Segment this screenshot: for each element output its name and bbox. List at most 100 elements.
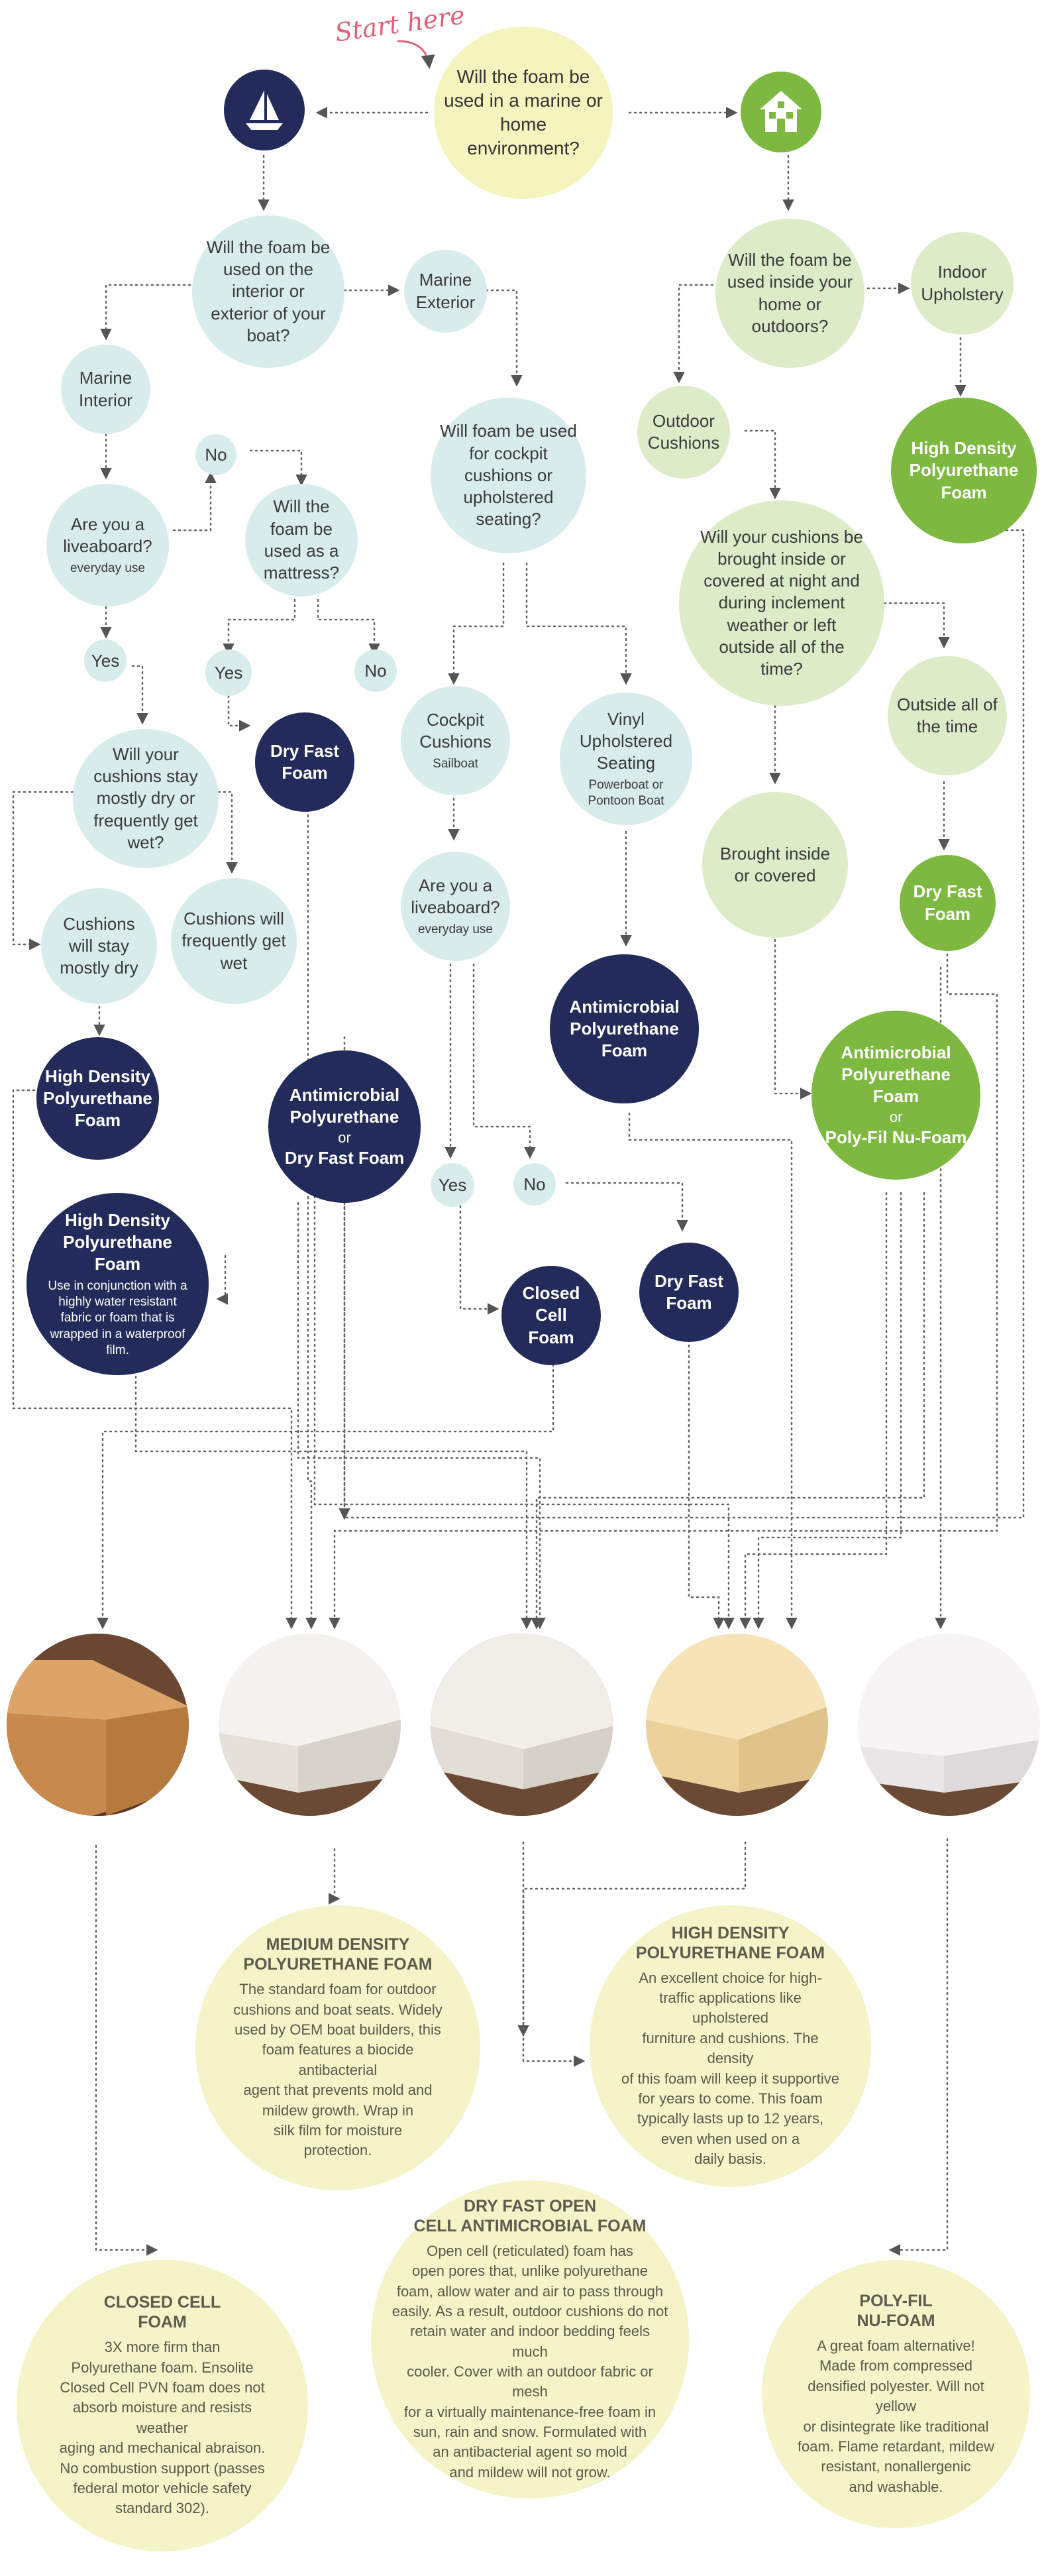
hd-poly-green-text: High Density Polyurethane Foam [909, 438, 1019, 502]
vinyl-text: Vinyl Upholstered Seating [579, 708, 673, 773]
yes-option-3: Yes [431, 1163, 474, 1207]
hd-poly-2-text: High Density Polyurethane Foam [63, 1209, 172, 1274]
liveaboard-question: Are you a liveaboard? everyday use [46, 484, 169, 606]
outdoor-text: Outdoor Cushions [647, 410, 720, 453]
poly-fil-description: POLY-FIL NU-FOAM A great foam alternativ… [762, 2260, 1030, 2528]
mattress-question: Will the foam be used as a mattress? [245, 484, 358, 596]
liveaboard2-subtext: everyday use [417, 922, 493, 936]
antimicrobial-or-dry-fast-result: Antimicrobial Polyurethane or Dry Fast F… [268, 1050, 421, 1203]
indoor-upholstery-node: Indoor Upholstery [911, 232, 1014, 335]
anti-poly-green-or-text: or [889, 1108, 903, 1125]
high-density-title: HIGH DENSITY POLYURETHANE FOAM [635, 1923, 825, 1962]
no-option-2-label: No [364, 660, 387, 681]
anti-poly-green-b-text: Poly-Fil Nu-Foam [825, 1127, 967, 1147]
outside-all-time-node: Outside all of the time [888, 656, 1007, 775]
get-wet-node-text: Cushions will frequently get wet [182, 909, 286, 973]
hd-poly-1-text: High Density Polyurethane Foam [43, 1066, 152, 1131]
inside-outdoors-text: Will the foam be used inside your home o… [727, 249, 853, 336]
closed-cell-description: CLOSED CELL FOAM 3X more firm than Polyu… [17, 2260, 308, 2551]
antimicrobial-result-1: Antimicrobial Polyurethane Foam [550, 954, 699, 1103]
cockpit-upholstered-question: Will foam be used for cockpit cushions o… [431, 398, 586, 553]
yes-option-2-label: Yes [214, 662, 243, 683]
dry-fast-foam-result-1: Dry Fast Foam [255, 712, 354, 812]
vinyl-subtext: Powerboat or Pontoon Boat [588, 777, 664, 808]
high-density-description: HIGH DENSITY POLYURETHANE FOAM An excell… [590, 1905, 871, 2187]
inside-outdoors-question: Will the foam be used inside your home o… [715, 219, 864, 368]
brought-inside-q-text: Will your cushions be brought inside or … [700, 526, 863, 679]
closed-cell-text: 3X more firm than Polyurethane foam. Ens… [59, 2339, 266, 2517]
dry-fast-green-text: Dry Fast Foam [913, 881, 982, 924]
interior-exterior-question: Will the foam be used on the interior or… [192, 215, 344, 368]
yes-option-2: Yes [205, 649, 252, 696]
house-icon [741, 72, 821, 152]
no-option-1: No [195, 434, 236, 475]
yes-option-1: Yes [84, 640, 127, 682]
liveaboard2-text: Are you a liveaboard? [411, 875, 500, 918]
poly-fil-nu-foam-photo [858, 1634, 1040, 1816]
stay-dry-text: Will your cushions stay mostly dry or fr… [93, 744, 198, 852]
no-option-2: No [354, 649, 397, 692]
start-question: Will the foam be used in a marine or hom… [434, 27, 613, 199]
brought-inside-text: Brought inside or covered [719, 843, 831, 885]
marine-interior-text: Marine Interior [79, 368, 132, 410]
high-density-foam-photo [646, 1634, 828, 1816]
high-density-result-1: High Density Polyurethane Foam [36, 1037, 159, 1160]
anti-or-dry-a-text: Antimicrobial Polyurethane [289, 1085, 400, 1127]
marine-exterior-text: Marine Exterior [415, 270, 476, 312]
yes-option-1-label: Yes [91, 650, 120, 671]
cockpit-text: Cockpit Cushions [419, 710, 492, 752]
closed-cell-foam-photo [7, 1634, 189, 1816]
poly-fil-title: POLY-FIL NU-FOAM [857, 2292, 935, 2331]
brought-inside-question: Will your cushions be brought inside or … [679, 500, 884, 706]
medium-density-foam-photo [219, 1634, 401, 1816]
dry-fast-foam-result-2: Dry Fast Foam [639, 1243, 739, 1342]
vinyl-seating-node: Vinyl Upholstered Seating Powerboat or P… [560, 693, 692, 825]
dry-fast-title: DRY FAST OPEN CELL ANTIMICROBIAL FOAM [413, 2196, 647, 2235]
anti-or-dry-or-text: or [338, 1129, 351, 1146]
yes-option-3-label: Yes [438, 1174, 467, 1195]
cockpit-subtext: Sailboat [433, 756, 478, 771]
liveaboard-text: Are you a liveaboard? [63, 514, 152, 557]
dry-fast-2-text: Dry Fast Foam [654, 1270, 724, 1313]
start-question-text: Will the foam be used in a marine or hom… [444, 66, 603, 158]
cockpit-q-text: Will foam be used for cockpit cushions o… [440, 421, 577, 530]
dry-fast-description: DRY FAST OPEN CELL ANTIMICROBIAL FOAM Op… [371, 2180, 689, 2498]
outdoor-cushions-node: Outdoor Cushions [637, 386, 730, 478]
antimicrobial-or-polyfil-result: Antimicrobial Polyurethane Foam or Poly-… [811, 1011, 980, 1180]
closed-cell-title: CLOSED CELL FOAM [103, 2293, 221, 2332]
outside-all-text: Outside all of the time [897, 694, 998, 736]
poly-fil-text: A great foam alternative! Made from comp… [797, 2337, 995, 2495]
medium-density-title: MEDIUM DENSITY POLYURETHANE FOAM [243, 1935, 433, 1974]
brought-inside-node: Brought inside or covered [702, 792, 848, 938]
no-option-1-label: No [205, 444, 227, 465]
anti-or-dry-b-text: Dry Fast Foam [284, 1147, 405, 1168]
no-option-3-label: No [523, 1174, 546, 1194]
dry-fast-text: Open cell (reticulated) foam has open po… [392, 2242, 668, 2481]
medium-density-description: MEDIUM DENSITY POLYURETHANE FOAM The sta… [195, 1905, 480, 2190]
no-option-3: No [513, 1163, 556, 1205]
mattress-text: Will the foam be used as a mattress? [263, 496, 340, 583]
hd-poly-2-subtext: Use in conjunction with a highly water r… [48, 1278, 187, 1357]
liveaboard-question-2: Are you a liveaboard? everyday use [401, 852, 510, 961]
cockpit-cushions-node: Cockpit Cushions Sailboat [401, 686, 510, 795]
stay-dry-question: Will your cushions stay mostly dry or fr… [73, 729, 219, 868]
high-density-result-2: High Density Polyurethane Foam Use in co… [26, 1193, 209, 1375]
sailboat-icon [224, 70, 305, 150]
marine-exterior-node: Marine Exterior [404, 250, 487, 333]
marine-interior-node: Marine Interior [61, 345, 150, 434]
anti-poly-green-a-text: Antimicrobial Polyurethane Foam [841, 1042, 951, 1107]
dry-fast-foam-result-green: Dry Fast Foam [900, 855, 996, 951]
stay-dry-node-text: Cushions will stay mostly dry [60, 913, 138, 978]
interior-exterior-text: Will the foam be used on the interior or… [206, 237, 331, 345]
anti-poly-1-text: Antimicrobial Polyurethane Foam [569, 996, 680, 1061]
high-density-result-green: High Density Polyurethane Foam [891, 398, 1037, 543]
dry-fast-1-text: Dry Fast Foam [270, 740, 340, 783]
dry-fast-foam-photo [431, 1634, 613, 1816]
closed-cell-result: Closed Cell Foam [501, 1266, 601, 1365]
closed-cell-text: Closed Cell Foam [522, 1283, 580, 1347]
stay-dry-node: Cushions will stay mostly dry [41, 888, 157, 1004]
medium-density-text: The standard foam for outdoor cushions a… [233, 1981, 443, 2159]
high-density-text: An excellent choice for high- traffic ap… [621, 1969, 839, 2167]
indoor-text: Indoor Upholstery [921, 262, 1004, 304]
